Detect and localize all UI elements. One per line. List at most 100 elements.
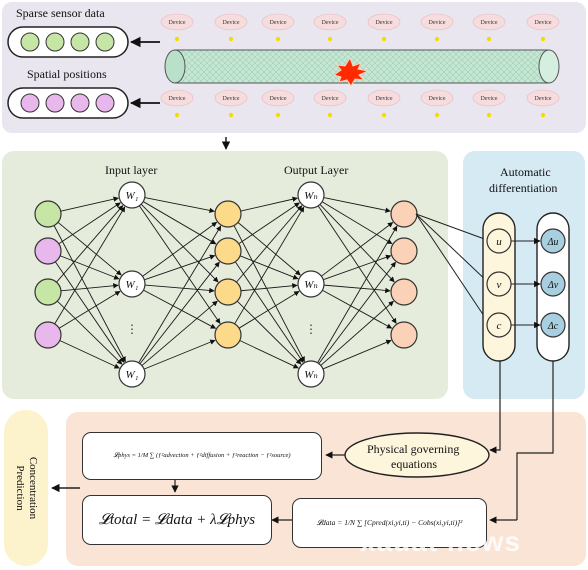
sensor-data-pill [7, 26, 129, 58]
hidden-node [214, 237, 242, 265]
neural-network-panel [2, 151, 448, 399]
nn-edge [236, 300, 302, 365]
sensor-indicator-icon [174, 112, 180, 118]
nn-edge [58, 202, 121, 245]
nn-edge [143, 339, 216, 370]
device-label: Device [376, 20, 393, 26]
weight-node [297, 360, 325, 388]
nn-edge [143, 289, 217, 329]
nn-edge [322, 339, 392, 370]
nn-edge [237, 222, 301, 276]
sensor-indicator-icon [275, 112, 281, 118]
device-tag [313, 13, 347, 31]
sensor-indicator-icon [434, 112, 440, 118]
variable-label: v [497, 279, 502, 291]
nn-edge [60, 283, 119, 292]
weight-label: Wₙ [304, 369, 318, 381]
sensor-indicator-icon [540, 112, 546, 118]
weight-node [118, 181, 146, 209]
nn-edge [236, 205, 303, 283]
weight-label: Wₙ [304, 279, 318, 291]
nn-edge [323, 254, 392, 281]
leak-burst-icon [332, 56, 370, 87]
nn-edge [317, 225, 398, 363]
derivative-label: Δv [547, 280, 559, 291]
nn-edge [318, 261, 396, 364]
device-tag [472, 13, 506, 31]
nn-edge [238, 202, 300, 245]
device-tag [313, 89, 347, 107]
nn-edge [239, 340, 299, 369]
nn-edge [238, 290, 300, 329]
physical-governing-line1: Physical governing [367, 442, 460, 456]
weight-label: Wₙ [304, 190, 318, 202]
device-tag [261, 13, 295, 31]
nn-edge [234, 206, 305, 325]
nn-edge [140, 203, 219, 283]
nn-edge [323, 197, 391, 213]
device-label: Device [535, 20, 552, 26]
device-label: Device [223, 20, 240, 26]
nn-edge [56, 300, 123, 365]
nn-edge [59, 255, 120, 280]
concentration-prediction-pill [4, 410, 48, 566]
weight-label: W₁ [126, 190, 139, 202]
device-tag [472, 89, 506, 107]
spatial-position-dot [20, 93, 40, 113]
total-loss-equation: 𝓛total = 𝓛data + λ𝓛phys [82, 495, 272, 545]
nn-edge [60, 196, 119, 212]
output-layer-label: Output Layer [284, 163, 349, 177]
output-node [390, 200, 418, 228]
input-node [34, 321, 62, 349]
physical-governing-line2: equations [391, 457, 437, 471]
input-layer-label: Input layer [105, 163, 158, 177]
device-label: Device [481, 20, 498, 26]
output-node [390, 321, 418, 349]
device-label: Device [535, 96, 552, 102]
device-tag [367, 13, 401, 31]
hidden-node [214, 200, 242, 228]
device-tag [420, 89, 454, 107]
sensor-data-dot [45, 32, 65, 52]
nn-edge [138, 225, 222, 364]
spatial-position-dot [95, 93, 115, 113]
sensor-indicator-icon [174, 36, 180, 42]
sensor-indicator-icon [434, 36, 440, 42]
nn-edge [139, 261, 220, 365]
input-node [34, 237, 62, 265]
device-label: Device [429, 20, 446, 26]
device-tag [526, 13, 560, 31]
hidden-node [214, 321, 242, 349]
ellipsis-label: ⋮ [305, 322, 317, 336]
output-node [390, 278, 418, 306]
nn-edge [138, 205, 221, 324]
watermark: xauat news [360, 526, 521, 557]
data-loss-equation: 𝓛data = 1/N ∑ [Cpred(xi,yi,ti) − Cobs(xi… [292, 498, 487, 548]
concentration-prediction-label: Concentration Prediction [14, 456, 39, 520]
nn-edge [144, 254, 216, 281]
nn-edge [57, 221, 122, 276]
device-tag [214, 89, 248, 107]
derivative-node [540, 271, 566, 297]
nn-edge [53, 225, 126, 363]
spatial-positions-pill [7, 87, 129, 119]
device-tag [160, 13, 194, 31]
hidden-node [214, 278, 242, 306]
pipe-left-end [164, 49, 186, 84]
nn-edge [56, 205, 124, 283]
nn-edge [54, 206, 126, 325]
device-label: Device [376, 96, 393, 102]
weight-node [297, 181, 325, 209]
device-label: Device [270, 96, 287, 102]
device-tag [420, 13, 454, 31]
output-node [390, 237, 418, 265]
derivative-node [540, 312, 566, 338]
device-label: Device [322, 96, 339, 102]
nn-edge [144, 197, 215, 213]
device-label: Device [270, 20, 287, 26]
sensor-data-dot [70, 32, 90, 52]
nn-edge [59, 340, 120, 369]
nn-edge [143, 201, 217, 245]
sensor-indicator-icon [228, 112, 234, 118]
